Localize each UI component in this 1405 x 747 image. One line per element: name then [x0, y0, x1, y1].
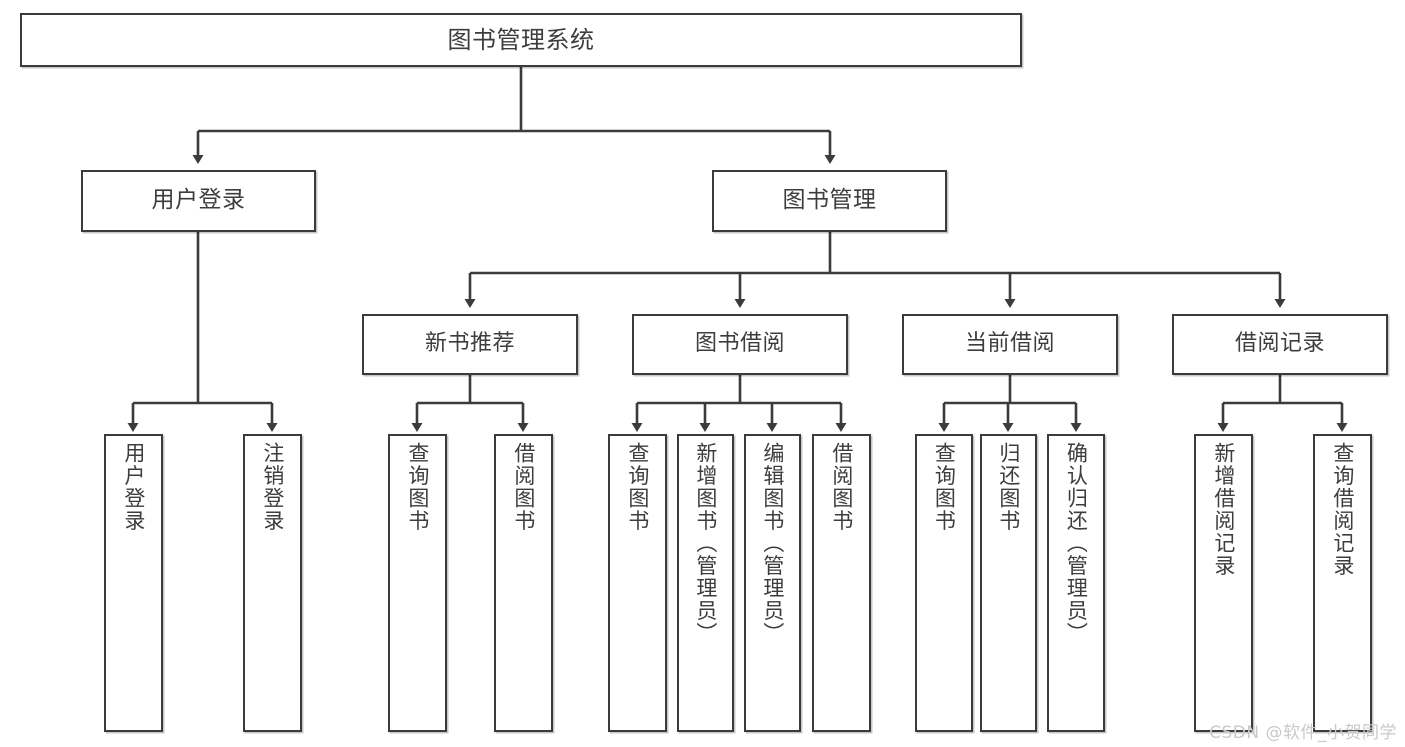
node-label: 图书管理 [782, 187, 877, 214]
node-book-borrow[interactable]: 图书借阅 [632, 314, 848, 375]
node-label: 用户登录 [121, 442, 146, 532]
node-borrow-record[interactable]: 借阅记录 [1172, 314, 1388, 375]
leaf-borrow-edit-book-admin[interactable]: 编辑图书（管理员） [744, 434, 801, 732]
leaf-user-login-logout[interactable]: 注销登录 [243, 434, 302, 732]
leaf-current-query-book[interactable]: 查询图书 [915, 434, 973, 732]
node-label: 当前借阅 [964, 331, 1055, 357]
node-label: 注销登录 [260, 442, 285, 532]
node-label: 图书管理系统 [447, 25, 595, 54]
node-label: 借阅记录 [1234, 331, 1325, 357]
node-label: 查询图书 [932, 442, 957, 532]
node-root-system[interactable]: 图书管理系统 [20, 13, 1022, 67]
node-label: 新书推荐 [424, 331, 515, 357]
node-label: 确认归还（管理员） [1064, 442, 1089, 645]
node-current-borrow[interactable]: 当前借阅 [902, 314, 1118, 375]
node-book-management[interactable]: 图书管理 [712, 170, 947, 232]
node-label: 借阅图书 [511, 442, 536, 532]
node-label: 归还图书 [996, 442, 1021, 532]
node-label: 新增借阅记录 [1211, 442, 1236, 577]
node-label: 借阅图书 [829, 442, 854, 532]
csdn-watermark: CSDN @软件_小贺同学 [1209, 723, 1397, 743]
node-label: 编辑图书（管理员） [760, 442, 785, 645]
node-label: 查询借阅记录 [1330, 442, 1355, 577]
leaf-record-add-record[interactable]: 新增借阅记录 [1194, 434, 1253, 732]
node-label: 查询图书 [405, 442, 430, 532]
leaf-borrow-add-book-admin[interactable]: 新增图书（管理员） [677, 434, 734, 732]
leaf-borrow-query-book[interactable]: 查询图书 [608, 434, 667, 732]
node-user-login[interactable]: 用户登录 [81, 170, 316, 232]
node-label: 查询图书 [625, 442, 650, 532]
node-label: 图书借阅 [694, 331, 785, 357]
leaf-recommend-query-book[interactable]: 查询图书 [388, 434, 447, 732]
leaf-borrow-borrow-book[interactable]: 借阅图书 [812, 434, 871, 732]
leaf-user-login-login[interactable]: 用户登录 [104, 434, 163, 732]
node-label: 用户登录 [151, 187, 246, 214]
node-new-book-recommend[interactable]: 新书推荐 [362, 314, 578, 375]
leaf-recommend-borrow-book[interactable]: 借阅图书 [494, 434, 553, 732]
leaf-current-confirm-return-admin[interactable]: 确认归还（管理员） [1047, 434, 1105, 732]
node-label: 新增图书（管理员） [693, 442, 718, 645]
leaf-current-return-book[interactable]: 归还图书 [980, 434, 1037, 732]
leaf-record-query-record[interactable]: 查询借阅记录 [1313, 434, 1372, 732]
